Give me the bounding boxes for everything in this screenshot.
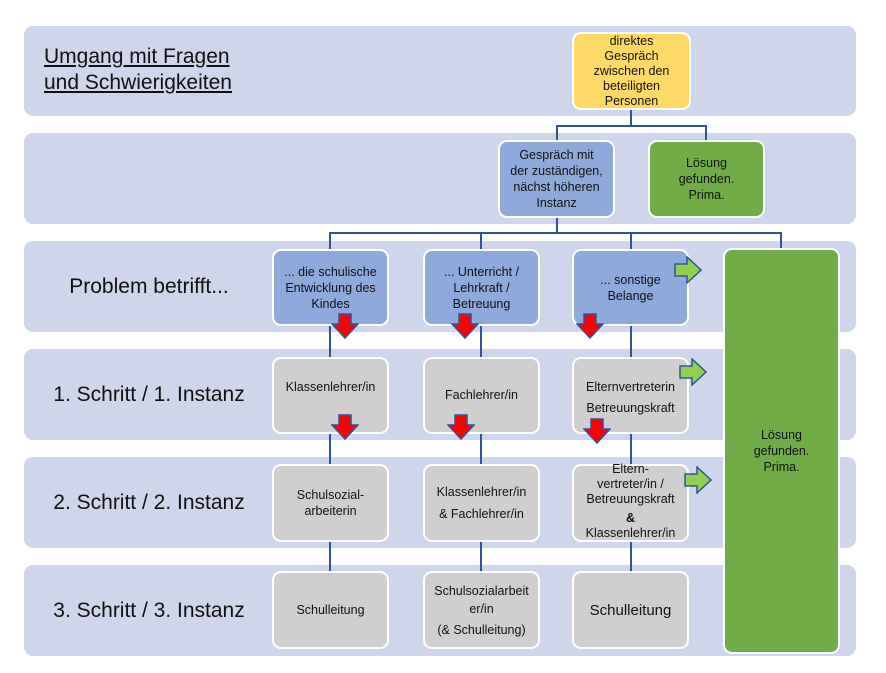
problem-line: Entwicklung des <box>285 280 376 295</box>
connector-escalation-down <box>556 217 558 234</box>
escalation-box-line: der zuständigen, <box>510 164 603 178</box>
problem-line: Betreuung <box>452 296 511 311</box>
solution-box-line: Prima. <box>763 460 800 474</box>
step2-box-class-and-subject-teacher: Klassenlehrer/in & Fachlehrer/in <box>423 464 540 542</box>
step1-line: Elternvertreterin <box>586 380 675 394</box>
step2-line: & <box>625 511 636 525</box>
step3-box-principal: Schulleitung <box>272 571 389 649</box>
down-arrow-icon <box>331 313 359 339</box>
step2-line: vertreter/in / <box>597 477 664 491</box>
start-box-direct-conversation: direktes Gespräch zwischen den beteiligt… <box>572 32 691 110</box>
solution-box-top: Lösung gefunden. Prima. <box>648 140 765 218</box>
step3-box-principal-other: Schulleitung <box>572 571 689 649</box>
step1-line: Klassenlehrer/in <box>285 380 376 394</box>
step3-line: Schulleitung <box>296 603 365 617</box>
row-label-problem: Problem betrifft... <box>69 274 229 298</box>
problem-line: ... die schulische <box>284 264 377 279</box>
solution-box-line: Lösung <box>685 156 727 170</box>
down-arrow-icon <box>331 414 359 440</box>
title-line-1: Umgang mit Fragen <box>44 45 230 68</box>
start-box-line: Personen <box>604 93 659 108</box>
down-arrow-icon <box>447 414 475 440</box>
problem-line: Lehrkraft / <box>453 280 510 295</box>
step1-box-subject-teacher: Fachlehrer/in <box>423 357 540 434</box>
step2-line: Schulsozial- <box>296 488 365 502</box>
step1-line: Betreuungskraft <box>586 401 675 415</box>
step3-line: (& Schulleitung) <box>437 622 526 637</box>
step2-line: arbeiterin <box>304 504 357 518</box>
connector-start-down <box>630 109 632 126</box>
problem-line: Belange <box>607 288 654 303</box>
step3-line: Schulsozialarbeit <box>434 583 529 598</box>
right-arrow-icon <box>679 358 707 386</box>
escalation-box-line: nächst höheren <box>513 180 600 194</box>
step2-box-parent-rep-and-class-teacher: Eltern- vertreter/in / Betreuungskraft &… <box>572 462 689 542</box>
down-arrow-icon <box>583 418 611 444</box>
row-label-step1: 1. Schritt / 1. Instanz <box>53 382 245 406</box>
row-label-step3: 3. Schritt / 3. Instanz <box>53 598 245 622</box>
step1-box-class-teacher: Klassenlehrer/in <box>272 357 389 434</box>
title-line-2: und Schwierigkeiten <box>44 71 232 94</box>
step3-line: Schulleitung <box>589 601 672 619</box>
step2-box-social-worker: Schulsozial- arbeiterin <box>272 464 389 542</box>
solution-box-line: Lösung <box>760 428 802 442</box>
escalation-box-line: Instanz <box>536 196 577 210</box>
problem-box-other: ... sonstige Belange <box>572 249 689 326</box>
problem-line: ... Unterricht / <box>443 264 520 279</box>
connector-to-solution-side <box>780 232 782 250</box>
band-header <box>24 26 856 116</box>
start-box-line: Gespräch <box>604 48 659 63</box>
connector-col2-vertical <box>480 324 482 574</box>
page-title: Umgang mit Fragen und Schwierigkeiten <box>44 44 232 96</box>
connector-to-col2 <box>480 232 482 250</box>
start-box-line: direktes <box>609 33 654 48</box>
step2-line: Klassenlehrer/in <box>436 485 527 499</box>
right-arrow-icon <box>684 466 712 494</box>
connector-col1-vertical <box>329 324 331 574</box>
connector-to-col3 <box>630 232 632 250</box>
down-arrow-icon <box>451 313 479 339</box>
problem-line: Kindes <box>311 296 350 311</box>
start-box-line: zwischen den <box>593 63 670 78</box>
problem-line: ... sonstige <box>600 272 661 287</box>
connector-col3-vertical <box>630 324 632 574</box>
solution-box-side: Lösung gefunden. Prima. <box>723 248 840 654</box>
start-box-line: beteiligten <box>603 78 660 93</box>
right-arrow-icon <box>674 256 702 284</box>
solution-box-line: Prima. <box>688 188 725 202</box>
step3-line: er/in <box>469 601 494 616</box>
down-arrow-icon <box>576 313 604 339</box>
connector-to-col1 <box>329 232 331 250</box>
connector-split-horizontal-1 <box>556 125 707 127</box>
problem-box-lessons-teacher: ... Unterricht / Lehrkraft / Betreuung <box>423 249 540 326</box>
connector-to-solution-top <box>705 125 707 141</box>
problem-box-school-development: ... die schulische Entwicklung des Kinde… <box>272 249 389 326</box>
step2-line: Eltern- <box>612 462 649 476</box>
step2-line: & Fachlehrer/in <box>439 507 524 521</box>
step1-line: Fachlehrer/in <box>445 388 518 402</box>
connector-split-horizontal-2 <box>329 232 782 234</box>
solution-box-line: gefunden. <box>753 444 810 458</box>
row-label-step2: 2. Schritt / 2. Instanz <box>53 490 245 514</box>
step3-box-social-worker-principal: Schulsozialarbeit er/in (& Schulleitung) <box>423 571 540 649</box>
step2-line: Betreuungskraft <box>586 492 675 506</box>
connector-to-escalation <box>556 125 558 141</box>
escalation-box-line: Gespräch mit <box>519 148 594 162</box>
step2-line: Klassenlehrer/in <box>585 526 676 540</box>
escalation-box: Gespräch mit der zuständigen, nächst höh… <box>498 140 615 218</box>
solution-box-line: gefunden. <box>678 172 735 186</box>
